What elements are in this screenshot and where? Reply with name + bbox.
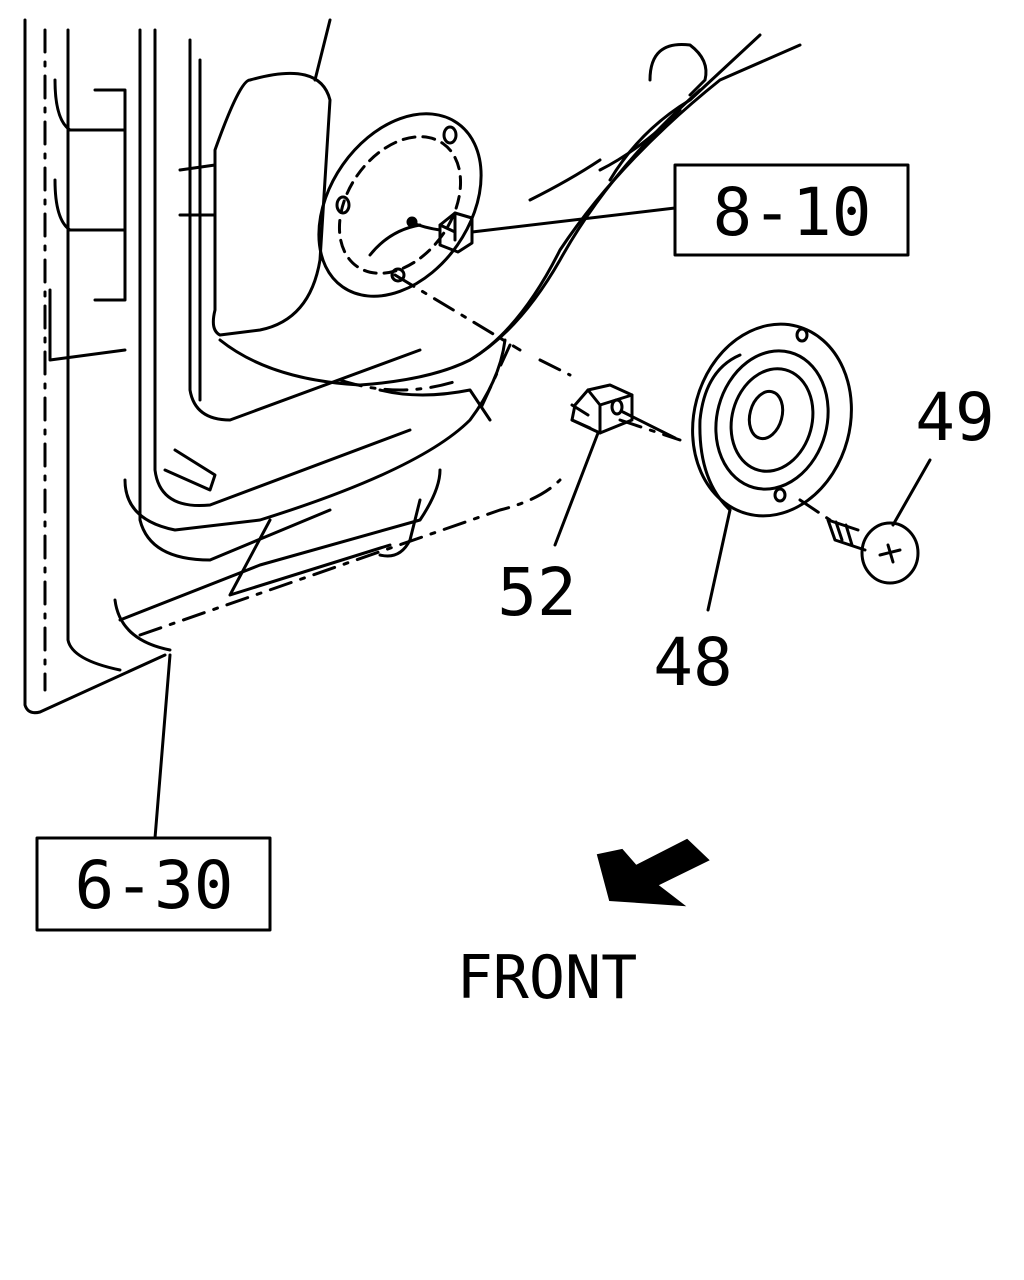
front-arrow-icon bbox=[596, 838, 710, 907]
screw-icon bbox=[826, 458, 932, 585]
callout-label-8-10: 8-10 bbox=[713, 174, 872, 251]
speaker-icon bbox=[691, 322, 853, 612]
part-number-52: 52 bbox=[497, 554, 576, 631]
front-label: FRONT bbox=[457, 943, 638, 1013]
leader-lines bbox=[153, 653, 172, 840]
connector-icon bbox=[406, 206, 677, 254]
part-number-49: 49 bbox=[915, 379, 994, 456]
door-panel bbox=[23, 18, 802, 715]
part-number-48: 48 bbox=[653, 624, 732, 701]
door-speaker-mount bbox=[317, 112, 483, 298]
dashed-edge-lines bbox=[43, 28, 832, 692]
clip-nut-icon bbox=[553, 383, 677, 547]
callout-box-8-10 bbox=[673, 163, 910, 257]
callout-box-6-30 bbox=[35, 836, 272, 932]
callout-label-6-30: 6-30 bbox=[75, 847, 234, 924]
